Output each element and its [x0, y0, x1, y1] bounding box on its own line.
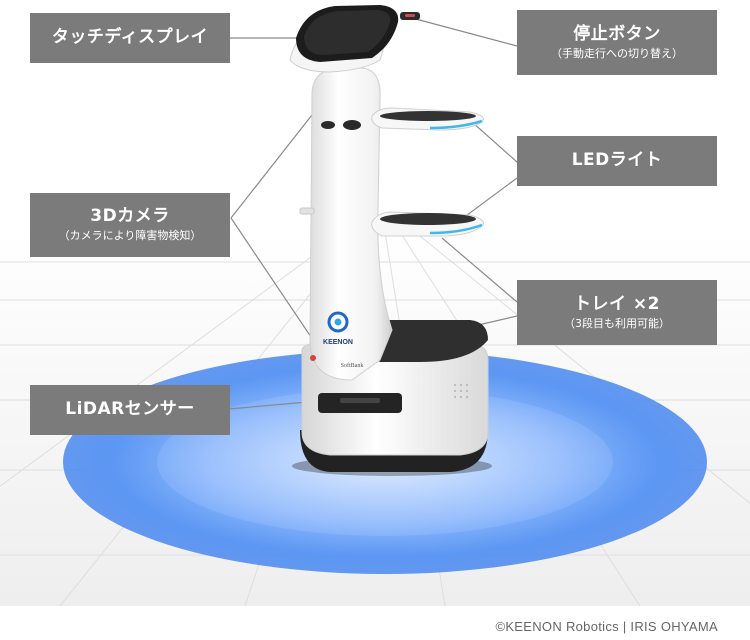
tray-middle — [371, 211, 484, 237]
label-tray-subtext: （3段目も利用可能） — [564, 316, 670, 330]
label-lidar: LiDARセンサー — [30, 385, 230, 435]
keenon-logo-icon — [327, 311, 349, 333]
label-touch-display-text: タッチディスプレイ — [51, 27, 209, 48]
label-tray: トレイ ×2 （3段目も利用可能） — [517, 280, 717, 345]
copyright-notice: ©KEENON Robotics | IRIS OHYAMA — [495, 619, 718, 634]
tray-upper — [371, 107, 484, 131]
label-tray-text: トレイ ×2 — [574, 293, 660, 314]
partner-logo: SoftBank — [341, 362, 364, 369]
camera-3d — [321, 120, 361, 130]
brand-logo: KEENON — [323, 339, 353, 346]
label-led-light: LEDライト — [517, 136, 717, 186]
label-3d-camera-subtext: （カメラにより障害物検知） — [58, 229, 202, 243]
label-lidar-text: LiDARセンサー — [65, 399, 195, 420]
label-stop-button: 停止ボタン （手動走行への切り替え） — [517, 10, 717, 75]
label-3d-camera-text: 3Dカメラ — [90, 206, 170, 227]
robot: KEENON SoftBank — [289, 5, 492, 476]
red-badge-icon — [310, 355, 316, 361]
label-stop-button-text: 停止ボタン — [573, 23, 661, 44]
label-touch-display: タッチディスプレイ — [30, 13, 230, 63]
label-3d-camera: 3Dカメラ （カメラにより障害物検知） — [30, 193, 230, 257]
label-led-light-text: LEDライト — [571, 150, 663, 171]
label-stop-button-subtext: （手動走行への切り替え） — [551, 46, 683, 60]
